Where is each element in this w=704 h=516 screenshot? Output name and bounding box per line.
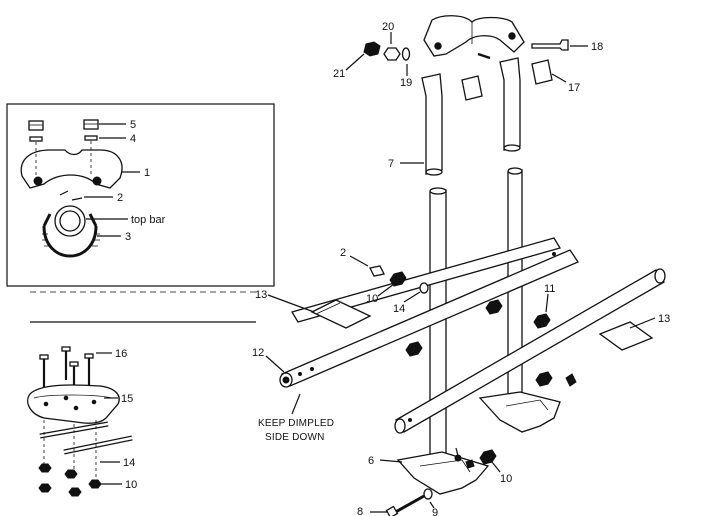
callout-inset-5: 5 [130, 119, 136, 131]
callout-10a: 10 [366, 293, 378, 305]
seat-bolt-4 [84, 353, 94, 386]
cross-bars [279, 237, 666, 434]
nut-11 [533, 313, 551, 329]
nut-20 [383, 47, 401, 61]
bolt-8 [391, 494, 425, 516]
callout-2: 2 [340, 247, 346, 259]
inset-pin-right [71, 197, 83, 201]
nut-21 [363, 41, 381, 57]
callout-14a: 14 [393, 303, 405, 315]
cap-right-base [565, 373, 577, 387]
bolt-18 [531, 39, 569, 51]
callout-10c: 10 [125, 479, 137, 491]
callout-7: 7 [388, 158, 394, 170]
washer-14 [419, 282, 429, 294]
callout-inset-4: 4 [130, 133, 136, 145]
foot-rests: 13 13 [255, 289, 670, 351]
bushing-2 [369, 265, 385, 277]
callout-13b: 13 [658, 313, 670, 325]
inset-nut-left [28, 120, 44, 131]
inset-bracket-hole-right [92, 176, 102, 186]
callout-9: 9 [432, 507, 438, 516]
upper-tube-left [421, 73, 443, 175]
callout-inset-1: 1 [144, 167, 150, 179]
base-feet: 6 10 8 9 [357, 391, 561, 516]
inset-washer-right [84, 135, 98, 141]
top-bracket-assembly: 21 20 19 18 17 [333, 15, 603, 101]
callout-16: 16 [115, 348, 127, 360]
seat-assembly: 16 15 14 10 [27, 346, 137, 497]
callout-19: 19 [400, 77, 412, 89]
footrest-left [310, 299, 372, 329]
base-foot-right [478, 391, 561, 433]
seat-bolt-1 [39, 354, 49, 388]
callout-inset-3: 3 [125, 231, 131, 243]
seat-shell [27, 384, 120, 424]
callout-inset-2: 2 [117, 192, 123, 204]
callout-18: 18 [591, 41, 603, 53]
seat-bolt-2 [61, 346, 71, 380]
seat-nut-1 [38, 463, 52, 473]
nut-10-lower [479, 449, 497, 465]
nut-10-upper [389, 271, 407, 287]
callout-12: 12 [252, 347, 264, 359]
washer-19 [401, 47, 411, 61]
washer-9 [423, 488, 433, 500]
inset-bracket-hole-left [33, 176, 43, 186]
nut-right-base [535, 371, 553, 387]
bushing-left [461, 75, 483, 101]
inset-detail-box: 5 4 1 2 top bar 3 [6, 103, 275, 287]
seat-nut-5 [88, 479, 102, 489]
callout-inset-top-bar: top bar [131, 214, 166, 226]
callout-6: 6 [368, 455, 374, 467]
cross-bar-rear [291, 237, 561, 323]
inset-washer-left [29, 136, 43, 142]
base-foot-6 [396, 451, 490, 495]
seat-nut-4 [68, 487, 82, 497]
upper-tubes: 7 [388, 57, 521, 176]
dimple-note: KEEP DIMPLED SIDE DOWN [258, 393, 334, 443]
callout-15: 15 [121, 393, 133, 405]
nut-mid-left [405, 341, 423, 357]
seat-nut-2 [38, 483, 52, 493]
note-leader [291, 393, 301, 415]
hardware: 2 10 14 11 12 [252, 247, 577, 387]
top-bracket [423, 15, 525, 57]
upper-tube-right [499, 57, 521, 151]
footrest-right [598, 321, 654, 351]
note-keep-dimpled: KEEP DIMPLED [258, 418, 334, 429]
inset-pin-left [59, 190, 69, 196]
callout-10b: 10 [500, 473, 512, 485]
note-side-down: SIDE DOWN [265, 432, 325, 443]
inset-nut-right [83, 119, 99, 130]
callout-8: 8 [357, 506, 363, 516]
callout-20: 20 [382, 21, 394, 33]
nut-mid-right [485, 299, 503, 315]
inset-frame [6, 103, 275, 287]
callout-21: 21 [333, 68, 345, 80]
inset-u-bolt [42, 225, 98, 258]
inset-top-bar-inner [59, 210, 81, 232]
callout-13a: 13 [255, 289, 267, 301]
seat-nut-3 [64, 469, 78, 479]
lower-tube-left [429, 189, 447, 465]
callout-14b: 14 [123, 457, 135, 469]
bushing-17 [531, 59, 553, 85]
callout-11: 11 [544, 283, 555, 295]
callout-17: 17 [568, 82, 580, 94]
